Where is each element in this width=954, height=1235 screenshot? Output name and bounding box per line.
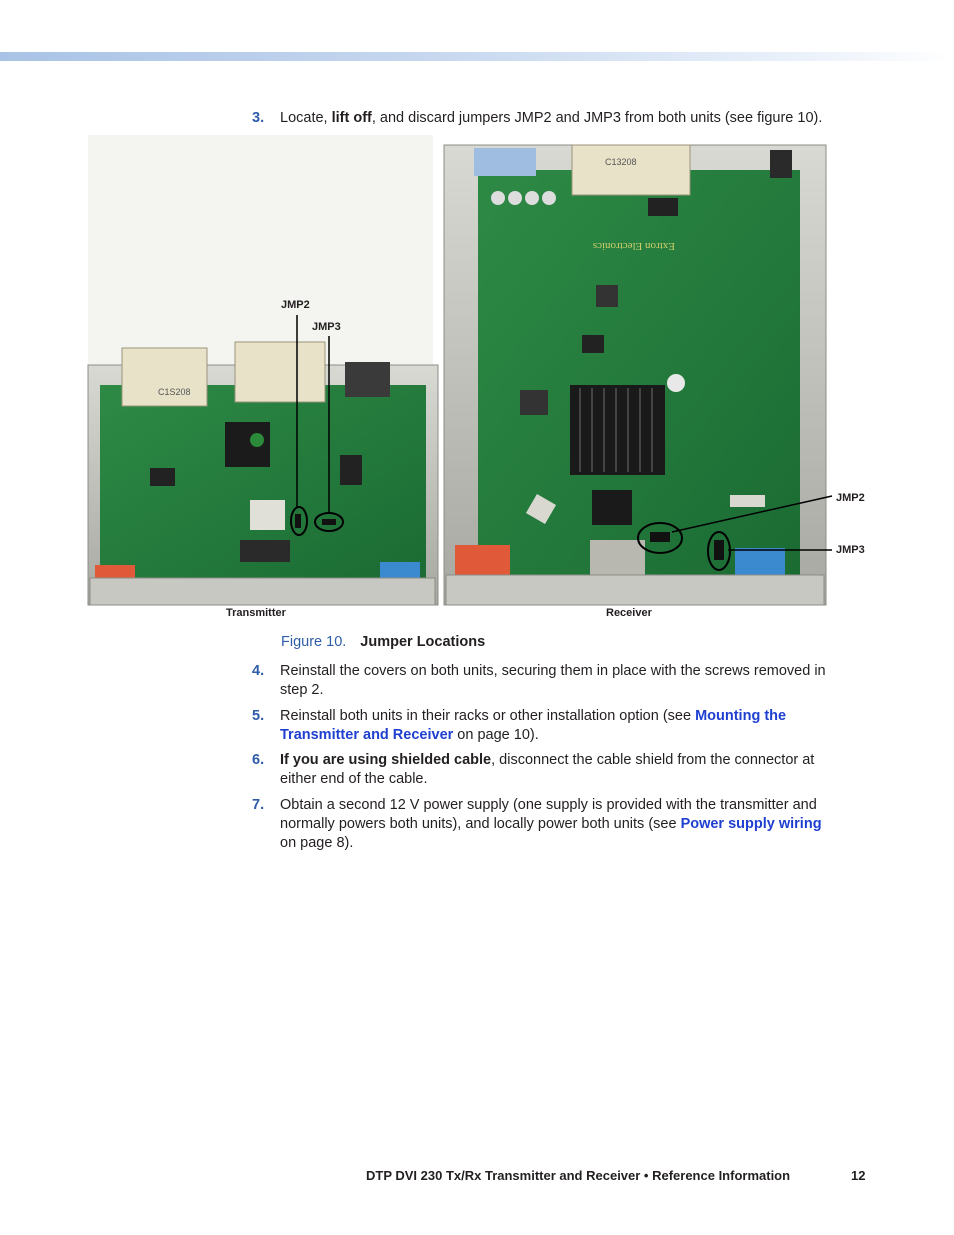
- step-text: , and discard jumpers JMP2 and JMP3 from…: [371, 110, 823, 126]
- step-bold-text: If you are using shielded cable: [280, 752, 492, 768]
- tx-connector-text: C1S208: [158, 387, 191, 397]
- figure-caption: Figure 10. Jumper Locations: [281, 634, 485, 650]
- receiver-unit: C13208 Extron Electronics: [443, 144, 833, 606]
- step-number: 5.: [252, 708, 265, 724]
- rx-jmp2-label: JMP2: [836, 492, 865, 504]
- header-bar: [0, 52, 954, 61]
- step-text: either end of the cable.: [280, 771, 428, 787]
- footer-title: DTP DVI 230 Tx/Rx Transmitter and Receiv…: [366, 1168, 791, 1183]
- rx-jmp3-label: JMP3: [836, 544, 865, 556]
- step-bold-text: lift off: [331, 110, 372, 126]
- page-number: 12: [851, 1168, 866, 1183]
- mounting-link-continued[interactable]: Transmitter and Receiver: [280, 727, 454, 743]
- step-text: Locate,: [280, 110, 332, 126]
- mounting-link[interactable]: Mounting the: [695, 708, 787, 724]
- jumper-locations-photo: C1S208 C13208 Extron Electronics: [87, 135, 833, 606]
- step-text: on page 8).: [280, 835, 354, 851]
- tx-jmp3-label: JMP3: [312, 321, 341, 333]
- photo-background: [88, 135, 433, 365]
- step-number: 6.: [252, 752, 265, 768]
- rx-connector-text: C13208: [605, 157, 637, 167]
- board-brand-text: Extron Electronics: [593, 240, 675, 252]
- step-text: step 2.: [280, 682, 324, 698]
- tx-jmp2-label: JMP2: [281, 299, 310, 311]
- step-text: Reinstall both units in their racks or o…: [280, 708, 696, 724]
- step-text: , disconnect the cable shield from the c…: [491, 752, 815, 768]
- step-number: 4.: [252, 663, 265, 679]
- step-text: normally powers both units), and locally…: [280, 816, 681, 832]
- figure-number: Figure 10.: [281, 634, 347, 650]
- step-text: on page 10).: [453, 727, 539, 743]
- transmitter-label: Transmitter: [226, 607, 286, 619]
- step-number: 7.: [252, 797, 265, 813]
- receiver-label: Receiver: [606, 607, 652, 619]
- step-text: Obtain a second 12 V power supply (one s…: [280, 797, 817, 813]
- figure-title: Jumper Locations: [360, 634, 486, 650]
- power-supply-wiring-link[interactable]: Power supply wiring: [680, 816, 822, 832]
- transmitter-unit: C1S208: [87, 315, 439, 606]
- step-number: 3.: [252, 110, 265, 126]
- step-text: Reinstall the covers on both units, secu…: [280, 663, 826, 679]
